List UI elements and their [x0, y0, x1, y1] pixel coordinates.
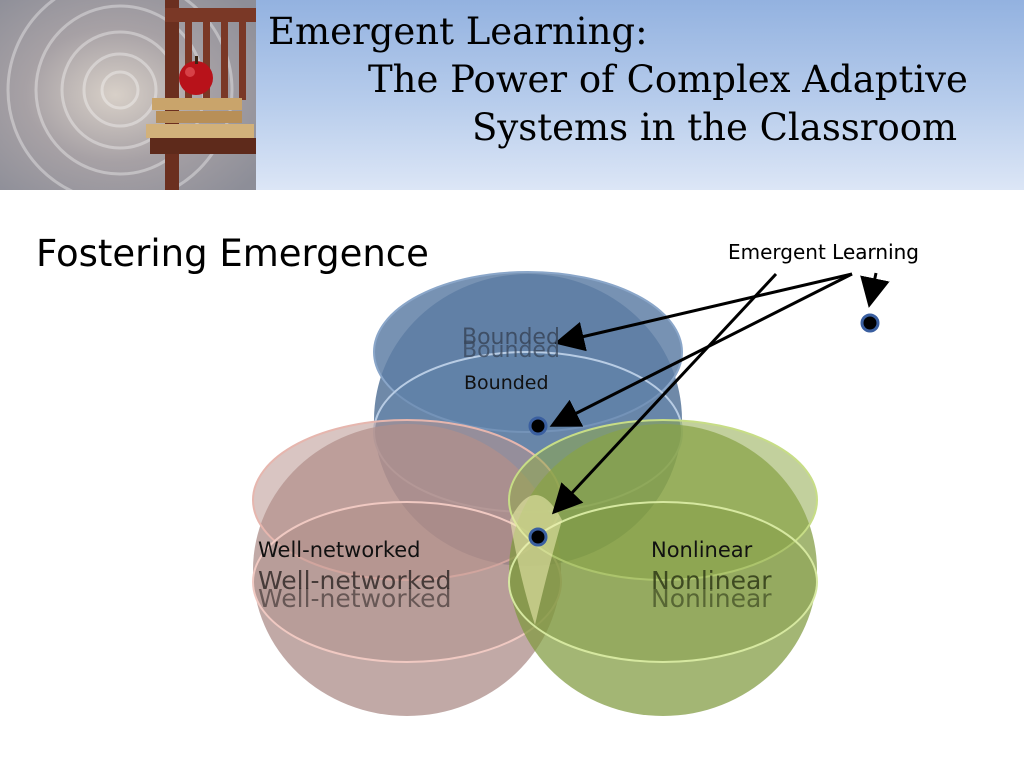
nonlinear-label: Nonlinear	[651, 538, 753, 562]
chair-apple-books-image	[0, 0, 256, 190]
arrow-to-outside-dot	[860, 272, 890, 308]
wellnetworked-label-ghost-1: Well-networked	[258, 566, 452, 595]
emergent-learning-label: Emergent Learning	[728, 240, 919, 264]
title-line-3: Systems in the Classroom	[472, 106, 958, 149]
center-overlap	[510, 495, 562, 625]
learning-ghost-label: Learning	[832, 240, 919, 264]
slide-subtitle: Fostering Emergence	[36, 232, 429, 275]
center-dot	[528, 527, 548, 547]
wellnetworked-label-ghost-2: Well-networked	[258, 584, 452, 613]
arrows	[549, 272, 890, 515]
bounded-label: Bounded	[464, 372, 549, 394]
bounded-label-ghost-2: Bounded	[462, 338, 560, 363]
title-line-1: Emergent Learning:	[268, 10, 648, 53]
nonlinear-label-ghost-2: Nonlinear	[651, 584, 772, 613]
title-line-2: The Power of Complex Adaptive	[368, 58, 968, 101]
wellnetworked-label: Well-networked	[258, 538, 421, 562]
bounded-dot	[528, 416, 548, 436]
arrow-to-center-dot	[551, 272, 778, 515]
arrow-to-bounded-label	[554, 272, 853, 352]
header-banner: Emergent Learning: The Power of Complex …	[0, 0, 1024, 190]
nonlinear-circle	[508, 419, 818, 716]
nonlinear-label-ghost-1: Nonlinear	[651, 566, 772, 595]
outside-dot	[860, 313, 880, 333]
wellnetworked-circle	[252, 419, 562, 716]
arrow-to-bounded-dot	[549, 272, 853, 427]
bounded-label-ghost-1: Bounded	[462, 325, 560, 350]
